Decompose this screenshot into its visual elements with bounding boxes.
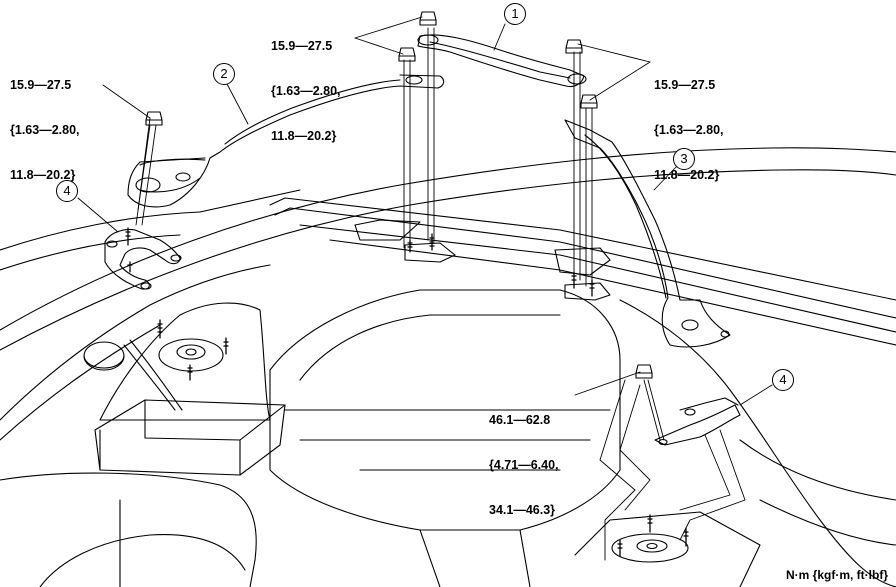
torque-value-kgfm: {4.71—6.40, — [489, 458, 559, 472]
strut-bar-2 — [127, 74, 445, 208]
stud-icons — [125, 227, 689, 557]
engine-bay-outline — [0, 147, 896, 587]
torque-label-top-center: 15.9—27.5 {1.63—2.80, 11.8—20.2} — [271, 9, 341, 159]
torque-value-kgfm: {1.63—2.80, — [10, 123, 80, 137]
torque-label-top-right: 15.9—27.5 {1.63—2.80, 11.8—20.2} — [654, 48, 724, 198]
nut-icon — [419, 11, 437, 26]
torque-value-ftlbf: 11.8—20.2} — [10, 168, 76, 182]
callout-3: 3 — [673, 148, 695, 170]
callout-4-right: 4 — [772, 369, 794, 391]
nut-icon — [398, 47, 416, 62]
callout-2: 2 — [213, 63, 235, 85]
callout-4-left: 4 — [56, 180, 78, 202]
torque-value-ftlbf: 34.1—46.3} — [489, 503, 556, 517]
torque-value: 15.9—27.5 — [271, 39, 333, 53]
bracket-4-left — [104, 228, 182, 290]
units-note: N·m {kgf·m, ft·lbf} — [786, 568, 888, 582]
torque-value: 15.9—27.5 — [654, 78, 716, 92]
torque-value: 46.1—62.8 — [489, 413, 551, 427]
center-mount-pads — [404, 242, 611, 301]
torque-value-kgfm: {1.63—2.80, — [271, 84, 341, 98]
right-strut-tower — [574, 511, 761, 587]
nut-icon — [145, 111, 163, 126]
torque-label-top-left: 15.9—27.5 {1.63—2.80, 11.8—20.2} — [10, 48, 80, 198]
leader-lines — [77, 16, 773, 406]
nut-icon — [580, 94, 598, 109]
torque-label-lower-right: 46.1—62.8 {4.71—6.40, 34.1—46.3} — [489, 383, 559, 533]
torque-value-ftlbf: 11.8—20.2} — [271, 129, 337, 143]
nut-icon — [635, 364, 653, 379]
torque-value-ftlbf: 11.8—20.2} — [654, 168, 720, 182]
callout-1: 1 — [504, 3, 526, 25]
bracket-4-right — [654, 397, 741, 446]
nut-icon — [565, 39, 583, 54]
torque-value-kgfm: {1.63—2.80, — [654, 123, 724, 137]
torque-value: 15.9—27.5 — [10, 78, 72, 92]
strut-bar-3 — [564, 119, 731, 348]
